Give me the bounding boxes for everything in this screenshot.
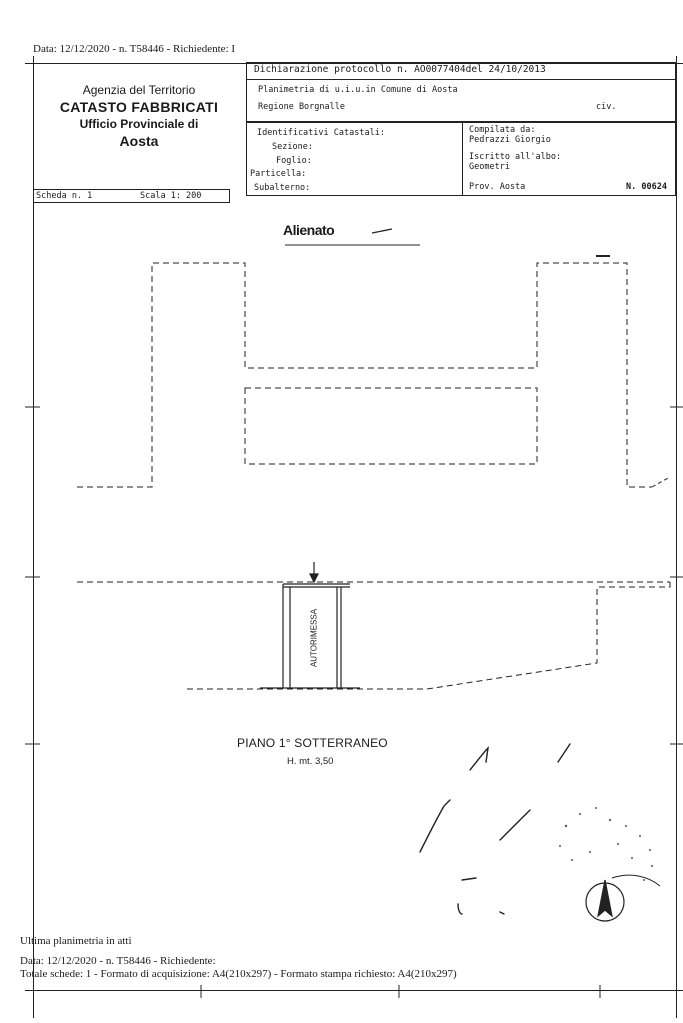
neighbor-mark [371, 228, 393, 234]
compiled-by-label: Compilata da: [469, 125, 536, 135]
register-value: Geometri [469, 162, 510, 172]
particella-label: Particella: [250, 169, 307, 179]
foglio-label: Foglio: [276, 156, 312, 166]
catasto-title: CATASTO FABBRICATI [59, 99, 219, 115]
frame-top-line [25, 63, 683, 64]
office-label: Ufficio Provinciale di [79, 117, 199, 131]
stamp-arc [611, 874, 661, 887]
compass-needle [597, 879, 613, 918]
sheet-number: Scheda n. 1 [36, 191, 93, 201]
height-label: H. mt. 3,50 [287, 756, 334, 767]
compass [585, 874, 661, 922]
entrance-arrow-head [309, 573, 319, 584]
frame-left-line [33, 56, 34, 1018]
cadastral-divider [462, 122, 463, 196]
last-plan-label: Ultima planimetria in atti [20, 935, 132, 947]
cadastral-box [246, 122, 676, 196]
document-header-line: Data: 12/12/2020 - n. T58446 - Richieden… [33, 43, 236, 55]
footer-data-line: Data: 12/12/2020 - n. T58446 - Richieden… [20, 955, 216, 967]
frame-right-line [676, 56, 677, 1018]
sheet-box [33, 189, 230, 203]
protocol-line: Dichiarazione protocollo n. AO0077404del… [254, 64, 546, 75]
compiler-name: Pedrazzi Giorgio [469, 135, 551, 145]
register-label: Iscritto all'albo: [469, 152, 562, 162]
floor-label: PIANO 1° SOTTERRANEO [237, 736, 388, 750]
cadastral-heading: Identificativi Catastali: [257, 128, 385, 138]
lower-right-outline [184, 582, 671, 690]
register-number: N. 00624 [626, 182, 667, 192]
compass-north-label: N [611, 903, 617, 912]
declaration-box [246, 62, 676, 122]
inner-rectangle [244, 387, 538, 465]
civ-label: civ. [596, 102, 617, 112]
signature-strokes [419, 743, 571, 915]
footer-totals-line: Totale schede: 1 - Formato di acquisizio… [20, 968, 457, 980]
agency-block: Agenzia del Territorio CATASTO FABBRICAT… [35, 82, 243, 150]
sezione-label: Sezione: [272, 142, 313, 152]
sheet-scale: Scala 1: 200 [140, 191, 202, 201]
declaration-divider-1 [246, 79, 676, 80]
stamp-dots [559, 807, 653, 881]
garage-label: AUTORIMESSA [309, 608, 319, 668]
office-city: Aosta [119, 133, 159, 149]
subalterno-label: Subalterno: [254, 183, 311, 193]
plan-title-line: Planimetria di u.i.u.in Comune di Aosta [258, 85, 458, 95]
region-line: Regione Borgnalle [258, 102, 345, 112]
province-label: Prov. Aosta [469, 182, 526, 192]
neighbor-label: Alienato [283, 222, 335, 238]
agency-name: Agenzia del Territorio [82, 83, 196, 97]
upper-building-outline [77, 262, 652, 488]
frame-bottom-line [25, 990, 683, 991]
right-edge-slant [651, 476, 671, 488]
